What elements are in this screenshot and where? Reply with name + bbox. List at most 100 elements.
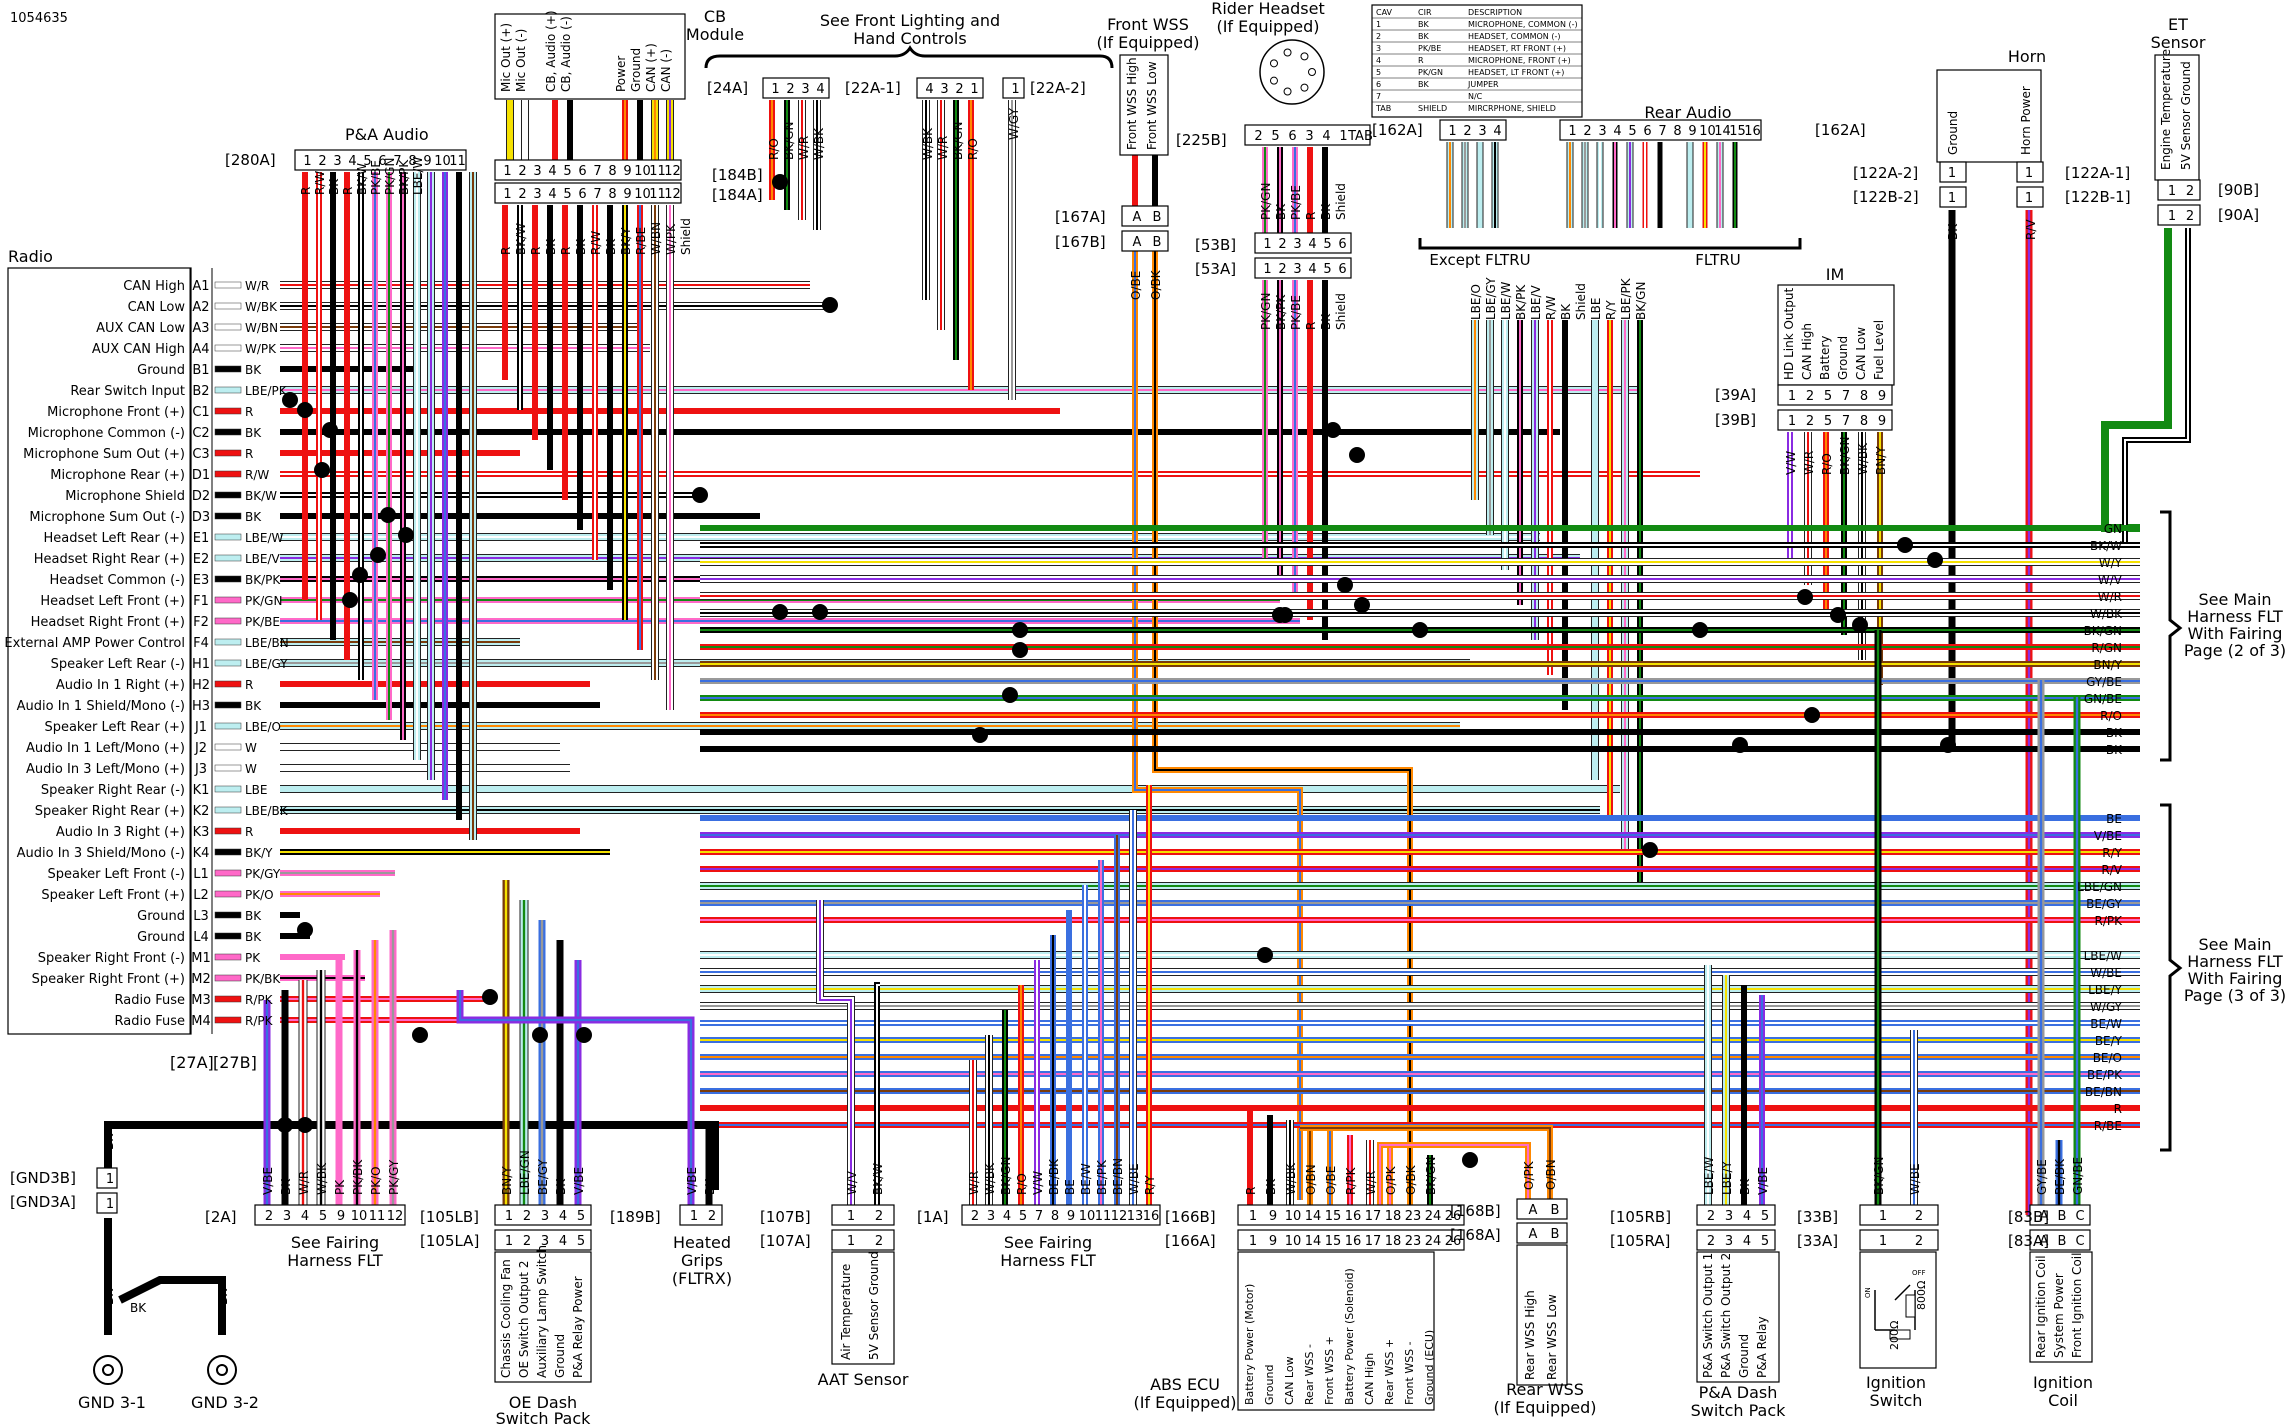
abs-ecu-label: Battery Power (Motor) — [1243, 1284, 1256, 1405]
pa-dash-label: P&A Switch Output 2 — [1719, 1253, 1733, 1378]
c39a-connector — [1777, 384, 1893, 406]
pin-number: 4 — [1322, 129, 1330, 144]
wire-code: BE/O — [2093, 1051, 2122, 1065]
pin-number: 3 — [333, 154, 341, 169]
splice-node — [1337, 577, 1353, 593]
pin-number: 2 — [518, 164, 526, 179]
pin-number: 26 — [1445, 1234, 1462, 1249]
pin-number: 6 — [378, 154, 386, 169]
ground-eyelet — [216, 1364, 228, 1376]
radio-wire-stub — [214, 491, 242, 499]
radio-pin-id: F4 — [193, 636, 209, 651]
pin-number: 4 — [1003, 1209, 1011, 1224]
pin-number: 15 — [1729, 124, 1746, 139]
pin-number: 14 — [1305, 1209, 1322, 1224]
pin-number: A — [2040, 1234, 2049, 1249]
radio-pin-id: C3 — [192, 447, 209, 462]
radio-pin-id: D2 — [192, 489, 210, 504]
et-sensor-title: ET — [2168, 15, 2188, 34]
connector-label: [GND3B] — [10, 1169, 76, 1187]
pin-number: 9 — [623, 164, 631, 179]
et-sensor-label: Engine Temperature — [2159, 49, 2173, 170]
wire-code: O/BN — [1304, 1164, 1318, 1195]
radio-wire-code: PK/O — [245, 888, 274, 902]
wire-code: BK — [1264, 1178, 1278, 1195]
heated-grips-title: Grips — [681, 1251, 723, 1270]
radio-pin-id: E1 — [193, 531, 210, 546]
pin-number: 1 — [1263, 262, 1271, 277]
radio-wire-stub — [214, 932, 242, 940]
radio-pin-name: Speaker Right Rear (-) — [41, 783, 185, 798]
headset-pin — [1269, 59, 1278, 68]
radio-wire-code: LBE/BK — [245, 804, 289, 818]
rear-audio-title: Rear Audio — [1644, 103, 1731, 122]
switch-state: OFF — [1912, 1269, 1926, 1277]
cb-module-title: CB — [704, 7, 726, 26]
splice-node — [342, 592, 358, 608]
splice-node — [1804, 707, 1820, 723]
lighting-title: See Front Lighting and — [820, 11, 1000, 30]
pin-number: 24 — [1425, 1234, 1442, 1249]
table-cell: MICROPHONE, COMMON (-) — [1468, 20, 1578, 29]
pin-number: 17 — [1365, 1209, 1382, 1224]
pin-number: 2 — [523, 1209, 531, 1224]
horn-title: Horn — [2008, 47, 2046, 66]
fairing-ref: Harness FLT — [287, 1251, 383, 1270]
radio-wire-stub — [214, 386, 242, 394]
radio-wire-stub — [214, 953, 242, 961]
wire-code: BE/BK — [2053, 1158, 2067, 1195]
pin-number: 11 — [649, 187, 666, 202]
radio-wire-stub — [214, 785, 242, 793]
splice-node — [380, 507, 396, 523]
wire-code: BE — [1063, 1179, 1077, 1195]
headset-pin-table — [1371, 4, 1583, 118]
c107a-connector — [831, 1229, 895, 1251]
radio-wire-code: R/PK — [245, 993, 274, 1007]
wire-code: BK — [279, 1178, 293, 1195]
connector-label: [83A] — [2008, 1232, 2049, 1250]
cb-pin-label: CAN (-) — [659, 49, 673, 92]
wire-code: BK — [2106, 743, 2123, 757]
radio-pin-id: K4 — [193, 846, 210, 861]
wire-code: BK — [1319, 313, 1333, 330]
pin-number: 8 — [1860, 389, 1868, 404]
pin-number: 4 — [1308, 237, 1316, 252]
c166a-connector — [1237, 1229, 1465, 1251]
wire-code: W/PK — [664, 223, 678, 255]
radio-wire-code: W/PK — [245, 342, 277, 356]
connector-label: [GND3A] — [10, 1193, 76, 1211]
pin-number: 6 — [578, 187, 586, 202]
pin-number: 18 — [1385, 1209, 1402, 1224]
pin-number: 24 — [1425, 1209, 1442, 1224]
abs-ecu-label: Battery Power (Solenoid) — [1343, 1268, 1356, 1405]
pin-number: 2 — [1254, 129, 1262, 144]
abs-ecu-label: Front WSS - — [1403, 1341, 1416, 1405]
radio-pin-name: Audio In 3 Left/Mono (+) — [26, 762, 185, 777]
connector-label: [39A] — [1715, 386, 1756, 404]
splice-node — [1012, 642, 1028, 658]
pin-number: B — [1153, 235, 1162, 250]
pin-number: 10 — [634, 164, 651, 179]
wire-code: W/V — [2098, 573, 2123, 587]
heated-grips-title: (FLTRX) — [672, 1269, 732, 1288]
radio-wire-code: W/BK — [245, 300, 278, 314]
connector-label: [105RB] — [1610, 1208, 1671, 1226]
radio-wire-stub — [214, 407, 242, 415]
wire-code: GY/BE — [2035, 1159, 2049, 1195]
pin-number: 12 — [664, 164, 681, 179]
wire-code: W/BK — [812, 127, 826, 160]
splice-node — [576, 1027, 592, 1043]
wire-code: R/W — [313, 171, 327, 195]
pin-number: 2 — [1278, 262, 1286, 277]
radio-wire-stub — [214, 344, 242, 352]
wire-code: Shield — [1334, 183, 1348, 220]
wire-code: LBE/O — [1469, 284, 1483, 320]
fairing-ref: See Fairing — [291, 1233, 379, 1252]
pin-number: B — [1551, 1227, 1560, 1242]
ignition-switch-title: Switch — [1870, 1391, 1923, 1410]
radio-pin-id: C2 — [192, 426, 209, 441]
wire-code: W/R — [967, 1171, 981, 1195]
connector-label: [33A] — [1797, 1232, 1838, 1250]
pin-number: 4 — [1613, 124, 1621, 139]
connector-label: [90A] — [2218, 206, 2259, 224]
